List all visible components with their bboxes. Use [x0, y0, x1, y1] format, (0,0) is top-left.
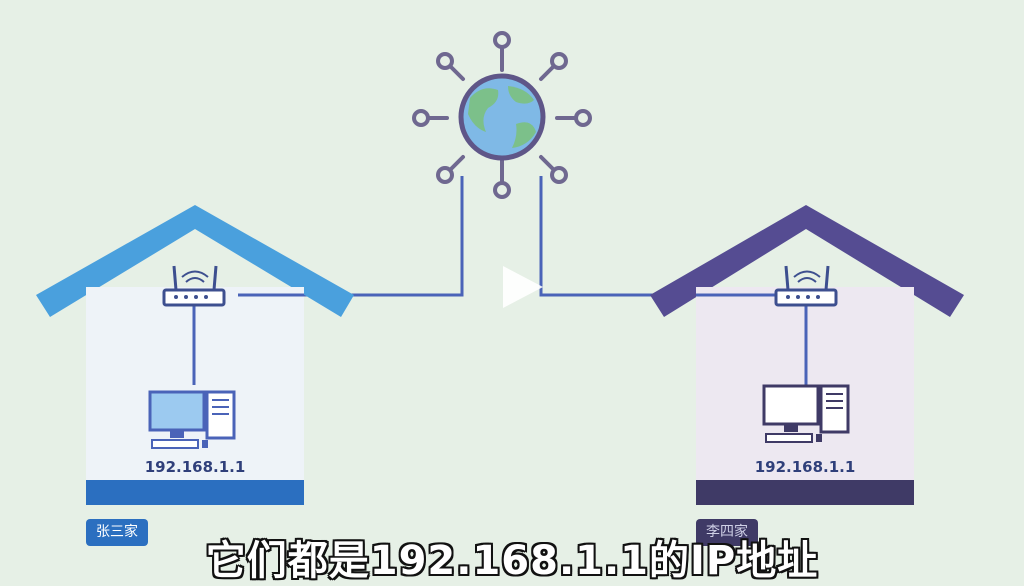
- roof-right: [650, 205, 964, 317]
- desktop-computer-icon: [148, 390, 236, 449]
- video-caption: 它们都是192.168.1.1的IP地址: [205, 538, 819, 584]
- wifi-router-icon: [162, 265, 226, 307]
- house-name-right: 李四家: [696, 519, 758, 546]
- desktop-computer-icon: [762, 384, 850, 443]
- ip-address-right: 192.168.1.1: [754, 458, 856, 476]
- floor-bar-left: [86, 480, 304, 505]
- ip-address-left: 192.168.1.1: [144, 458, 246, 476]
- globe-icon: [412, 31, 592, 199]
- roof-left: [36, 205, 354, 317]
- wifi-router-icon: [774, 265, 838, 307]
- house-name-left: 张三家: [86, 519, 148, 546]
- floor-bar-right: [696, 480, 914, 505]
- play-icon[interactable]: [497, 262, 547, 312]
